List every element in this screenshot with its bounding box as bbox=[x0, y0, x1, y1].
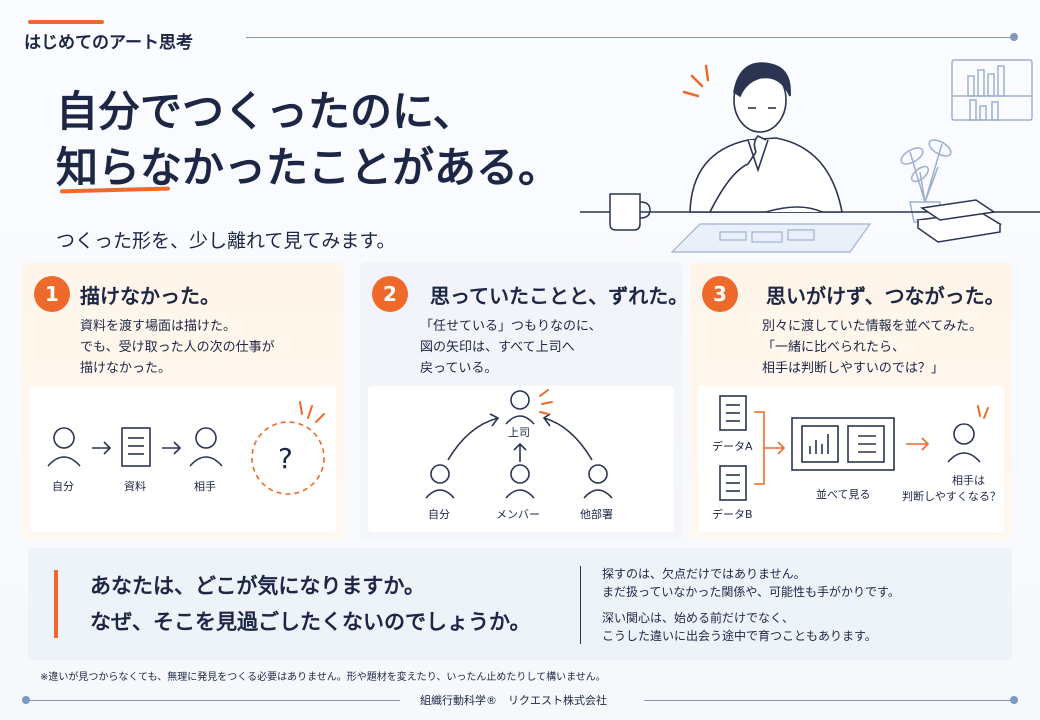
desc-line: 別々に渡していた情報を並べてみた。 bbox=[762, 319, 983, 334]
note-line: 深い関心は、始める前だけでなく、 bbox=[602, 611, 795, 625]
arrow-icon bbox=[542, 413, 593, 461]
card-3: 3 思いがけず、つながった。 別々に渡していた情報を並べてみた。 「一緒に比べら… bbox=[690, 262, 1012, 540]
boss-person-icon bbox=[510, 390, 530, 410]
label-data-b: データB bbox=[712, 508, 753, 521]
document-icon bbox=[121, 427, 151, 467]
label-compare: 並べて見る bbox=[816, 488, 871, 501]
question-divider bbox=[580, 566, 581, 644]
question-note: 探すのは、欠点だけではありません。 まだ扱っていなかった関係や、可能性も手がかり… bbox=[602, 565, 900, 645]
label-self: 自分 bbox=[428, 508, 450, 521]
card-title: 描けなかった。 bbox=[80, 284, 220, 308]
card-number: 1 bbox=[34, 276, 70, 312]
footer-credit: 組織行動科学® リクエスト株式会社 bbox=[420, 694, 607, 707]
note-line: 探すのは、欠点だけではありません。 bbox=[602, 567, 806, 581]
desc-line: 資料を渡す場面は描けた。 bbox=[80, 319, 237, 334]
dashed-circle bbox=[251, 421, 325, 495]
card-figure: データA データB 並べて見る 相手は 判断しやすくなる？ bbox=[698, 386, 1004, 532]
handoff-diagram bbox=[47, 401, 325, 495]
person-icon bbox=[689, 62, 843, 213]
footer-rule-left bbox=[28, 700, 400, 701]
card-title: 思いがけず、つながった。 bbox=[766, 284, 1005, 308]
question-line-1: あなたは、どこが気になりますか。 bbox=[90, 573, 425, 598]
data-a-document-icon bbox=[719, 395, 747, 431]
arrow-icon bbox=[906, 437, 930, 451]
desc-line: 「一緒に比べられたら、 bbox=[762, 340, 906, 355]
desc-line: 相手は判断しやすいのでは？」 bbox=[762, 361, 944, 376]
arrow-icon bbox=[162, 441, 182, 455]
question-panel bbox=[28, 548, 1012, 660]
subhead: つくった形を、少し離れて見てみます。 bbox=[56, 230, 396, 252]
card-number: 2 bbox=[372, 276, 408, 312]
arrow-icon bbox=[447, 413, 500, 461]
thinking-person-illustration bbox=[580, 59, 1040, 253]
footnote: ※違いが見つからなくても、無理に発見をつくる必要はありません。形や題材を変えたり… bbox=[40, 672, 606, 683]
desc-line: 図の矢印は、すべて上司へ bbox=[420, 340, 575, 355]
label-member: メンバー bbox=[496, 508, 540, 521]
self-person-icon bbox=[53, 427, 75, 449]
header-rule bbox=[246, 37, 1016, 38]
compare-diagram bbox=[719, 395, 989, 501]
footer-rule-right bbox=[644, 700, 1010, 701]
card-description: 「任せている」つもりなのに、 図の矢印は、すべて上司へ 戻っている。 bbox=[420, 316, 602, 379]
headline-line-2: 知らなかったことがある。 bbox=[56, 143, 561, 192]
arrow-icon bbox=[92, 441, 112, 455]
label-other-dept: 他部署 bbox=[580, 508, 613, 521]
note-line: こうした違いに出会う途中で育つこともあります。 bbox=[602, 629, 877, 643]
question-mark: ? bbox=[278, 442, 293, 475]
question-accent-bar bbox=[54, 570, 58, 638]
label-data-a: データA bbox=[712, 440, 753, 453]
card-figure: 自分 資料 相手 ? bbox=[30, 386, 336, 532]
thought-marks bbox=[682, 64, 710, 98]
desc-line: 「任せている」つもりなのに、 bbox=[420, 319, 602, 334]
merge-arrow-icon bbox=[754, 411, 786, 485]
arrow-icon bbox=[513, 442, 527, 462]
bookshelf-icon bbox=[951, 59, 1033, 121]
member-person-icon bbox=[510, 464, 530, 484]
label-partner: 相手 bbox=[194, 480, 216, 493]
card-description: 別々に渡していた情報を並べてみた。 「一緒に比べられたら、 相手は判断しやすいの… bbox=[762, 316, 982, 379]
card-number: 3 bbox=[702, 276, 738, 312]
data-b-document-icon bbox=[719, 465, 747, 501]
question-text: あなたは、どこが気になりますか。 なぜ、そこを見過ごしたくないのでしょうか。 bbox=[90, 568, 531, 640]
paper-sketch bbox=[670, 223, 872, 253]
card-title: 思っていたことと、ずれた。 bbox=[430, 284, 689, 308]
card-description: 資料を渡す場面は描けた。 でも、受け取った人の次の仕事が 描けなかった。 bbox=[80, 316, 275, 379]
brand-accent-bar bbox=[28, 20, 104, 24]
card-1: 1 描けなかった。 資料を渡す場面は描けた。 でも、受け取った人の次の仕事が 描… bbox=[22, 262, 344, 540]
other-dept-person-icon bbox=[588, 464, 608, 484]
question-line-2: なぜ、そこを見過ごしたくないのでしょうか。 bbox=[90, 609, 531, 634]
brand-title: はじめてのアート思考 bbox=[24, 33, 193, 53]
books-icon bbox=[915, 199, 1003, 243]
mug-icon bbox=[609, 193, 651, 231]
label-doc: 資料 bbox=[124, 480, 146, 493]
label-boss: 上司 bbox=[508, 426, 530, 439]
desc-line: 戻っている。 bbox=[420, 361, 498, 376]
note-line: まだ扱っていなかった関係や、可能性も手がかりです。 bbox=[602, 585, 900, 599]
desc-line: でも、受け取った人の次の仕事が bbox=[80, 340, 275, 355]
footer-rule-dot-left bbox=[22, 696, 30, 704]
label-partner-2: 判断しやすくなる？ bbox=[902, 490, 1001, 503]
header-rule-dot bbox=[1010, 33, 1018, 41]
partner-person-icon bbox=[953, 423, 975, 445]
self-person-icon bbox=[430, 464, 450, 484]
desc-line: 描けなかった。 bbox=[80, 361, 172, 376]
card-figure: 上司 自分 メンバー 他部署 bbox=[368, 386, 674, 532]
footer-rule-dot-right bbox=[1010, 696, 1018, 704]
headline: 自分でつくったのに、 知らなかったことがある。 bbox=[56, 84, 560, 196]
partner-person-icon bbox=[195, 427, 217, 449]
label-partner-1: 相手は bbox=[952, 474, 985, 487]
label-self: 自分 bbox=[52, 480, 74, 493]
headline-line-1: 自分でつくったのに、 bbox=[56, 87, 475, 136]
compare-board-icon bbox=[791, 417, 895, 471]
report-diagram bbox=[425, 389, 613, 499]
card-2: 2 思っていたことと、ずれた。 「任せている」つもりなのに、 図の矢印は、すべて… bbox=[360, 262, 688, 540]
